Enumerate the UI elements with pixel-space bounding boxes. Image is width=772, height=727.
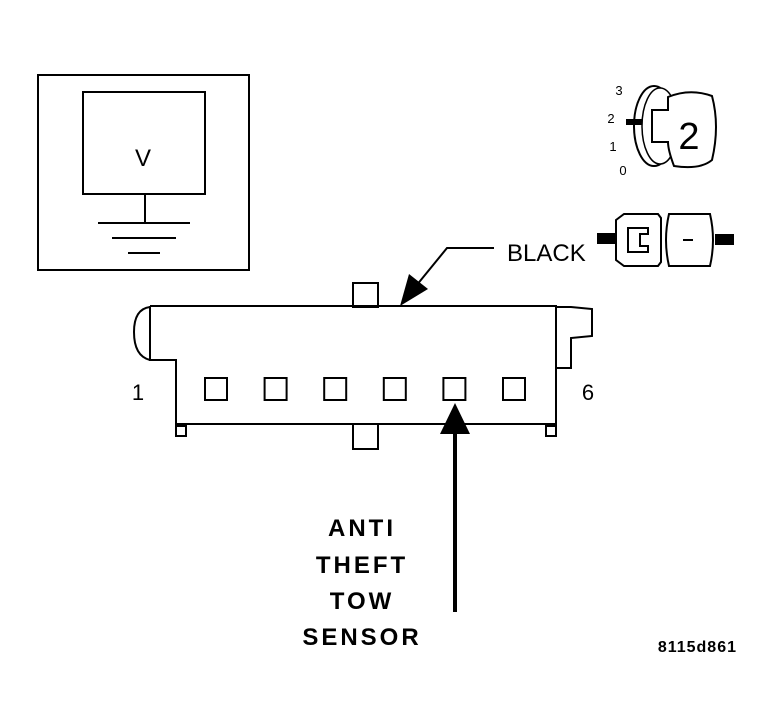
- sensor-arrow-head: [440, 403, 470, 434]
- figure-id: 8115d861: [658, 639, 737, 656]
- callout-line-1: ANTI: [328, 515, 396, 542]
- connector-cavity-1: [204, 377, 228, 401]
- meter-display: [82, 91, 206, 195]
- color-leader-line: [415, 247, 494, 287]
- ignition-position-3: 3: [615, 83, 622, 98]
- ignition-switch-icon: 3 2 1 0 2: [607, 83, 717, 178]
- connector-bottom-tab: [352, 423, 379, 450]
- connector-plug-icon: [597, 213, 734, 267]
- connector-body: [132, 282, 593, 450]
- callout-line-2: THEFT: [316, 552, 408, 579]
- pin-label-last: 6: [582, 380, 594, 405]
- voltmeter-symbol: V: [37, 74, 250, 271]
- connector-cavity-2: [263, 377, 288, 401]
- meter-frame: [37, 74, 250, 271]
- pin-label-first: 1: [132, 380, 144, 405]
- connector-housing: [149, 305, 557, 437]
- meter-symbol-label: V: [135, 145, 151, 172]
- ignition-position-0: 0: [619, 163, 626, 178]
- connector-lock-tab: [555, 306, 593, 369]
- callout-line-4: SENSOR: [302, 624, 421, 651]
- ignition-pointer: [626, 119, 642, 125]
- ignition-key-digit: 2: [678, 116, 699, 158]
- cavity-row: [204, 377, 526, 401]
- callout-line-3: TOW: [330, 588, 395, 615]
- connector-cavity-5: [442, 377, 467, 401]
- connector-color-label: BLACK: [507, 240, 586, 267]
- connector-latch: [132, 306, 151, 361]
- color-leader-arrow: [400, 274, 428, 306]
- connector-cavity-4: [382, 377, 407, 401]
- ignition-position-1: 1: [609, 139, 616, 154]
- connector-top-tab: [352, 282, 379, 308]
- connector-cavity-3: [323, 377, 348, 401]
- ignition-key-icon: [651, 91, 717, 169]
- connector-cavity-6: [502, 377, 526, 401]
- ignition-position-2: 2: [607, 111, 614, 126]
- ground-icon: [98, 194, 190, 254]
